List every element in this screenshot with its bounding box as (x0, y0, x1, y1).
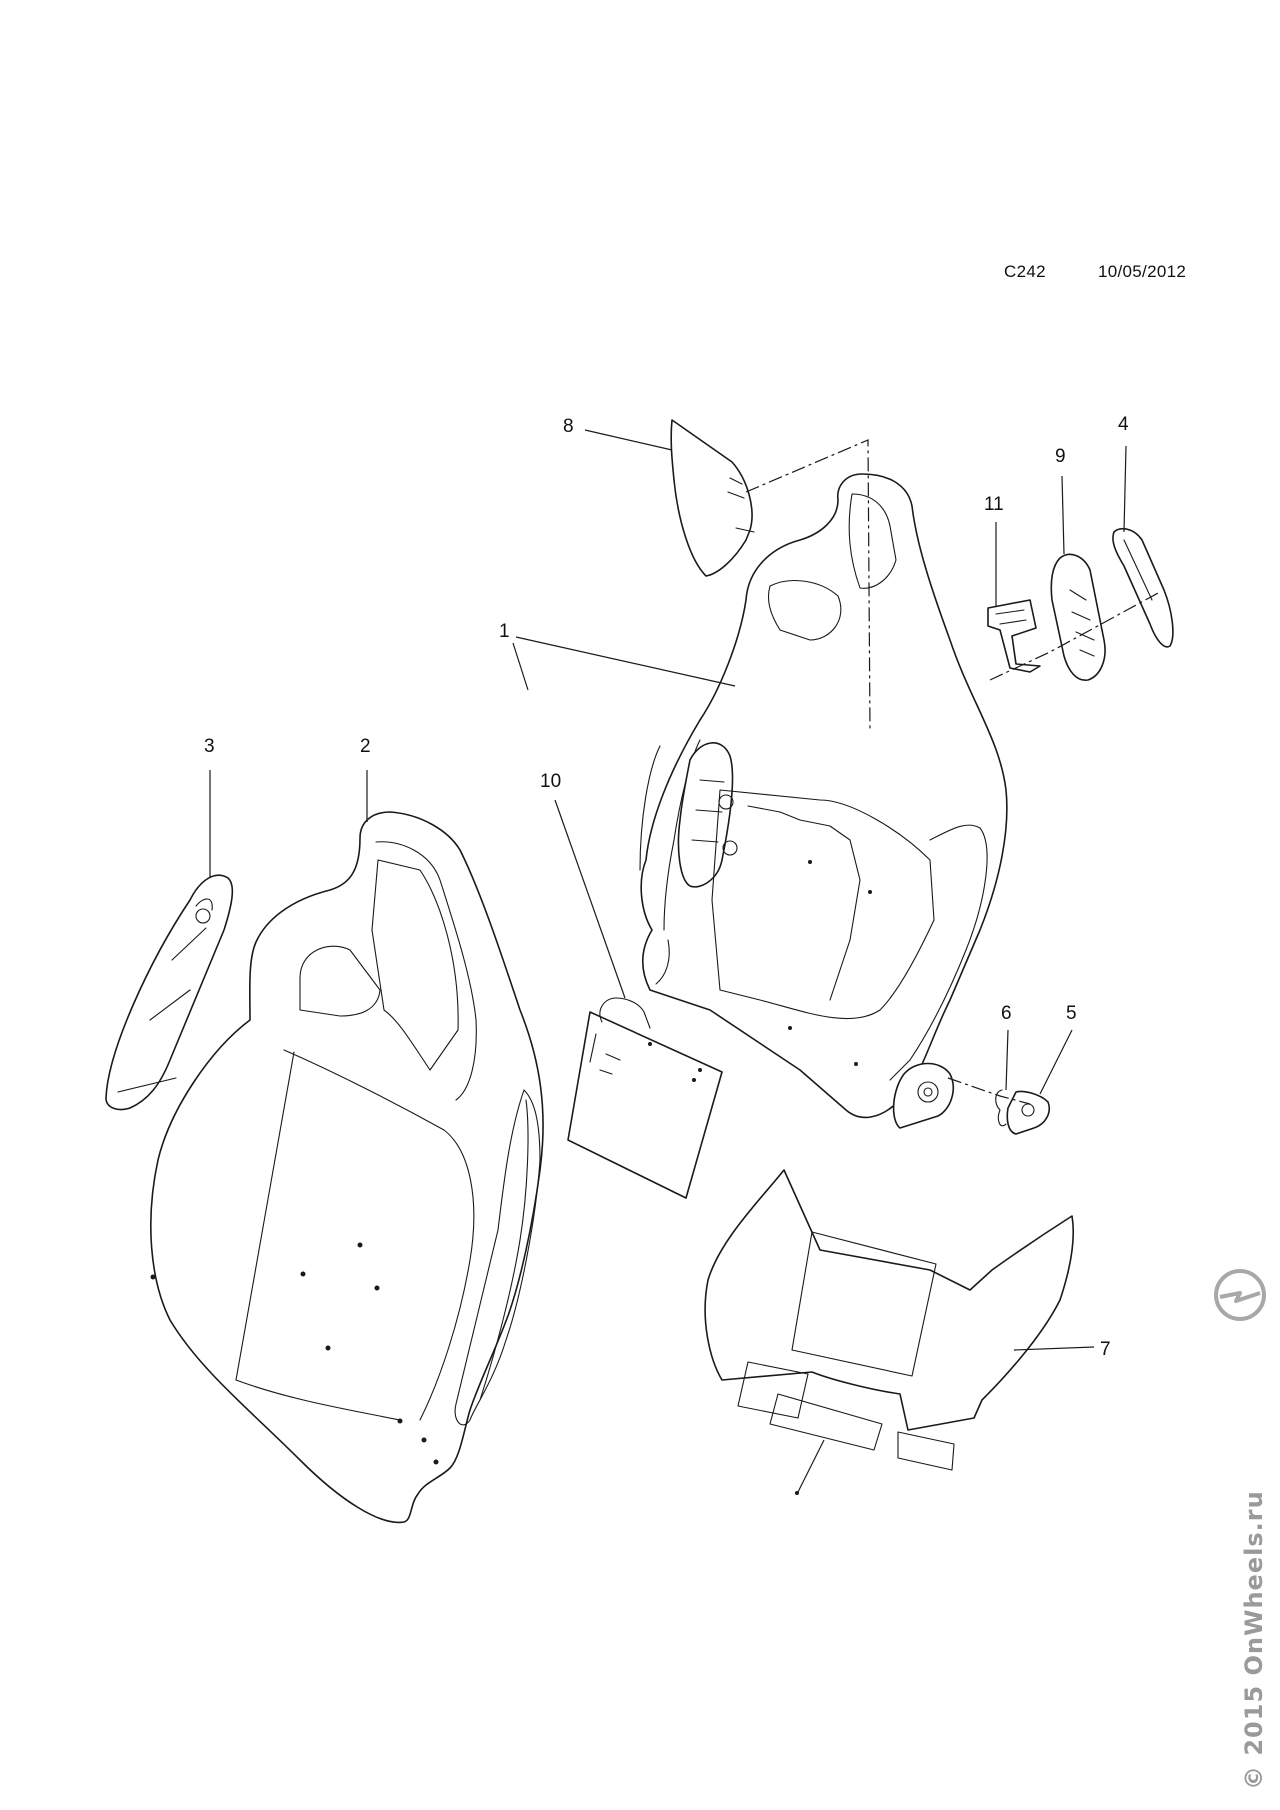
callout-1: 1 (499, 621, 510, 642)
part-4-end-cap (1112, 527, 1174, 648)
assembly-line-5-6 (947, 1077, 1031, 1105)
diagram-code: C242 (1004, 262, 1046, 281)
callout-9: 9 (1055, 446, 1066, 467)
assembly-line-8 (745, 439, 871, 731)
callout-5: 5 (1066, 1003, 1077, 1024)
callout-7: 7 (1100, 1339, 1111, 1360)
part-2-seat-back-cover (150, 811, 544, 1524)
watermark-text: © 2015 OnWheels.ru (1240, 1490, 1268, 1790)
part-3-side-trim (105, 874, 234, 1111)
callout-6: 6 (1001, 1003, 1012, 1024)
callout-11: 11 (984, 494, 1004, 515)
callout-10: 10 (540, 771, 561, 792)
part-8-upper-trim (670, 419, 755, 577)
leader-6 (1005, 1029, 1009, 1091)
callout-4: 4 (1118, 414, 1129, 435)
callout-8: 8 (563, 416, 574, 437)
leader-7 (1013, 1346, 1095, 1351)
leader-8 (584, 429, 673, 451)
callout-2: 2 (360, 736, 371, 757)
leader-1 (515, 636, 736, 687)
part-10-back-panel (567, 997, 723, 1199)
diagram-date: 10/05/2012 (1098, 262, 1187, 281)
part-7-foam-pad (704, 1169, 1075, 1495)
part-11-connector (987, 599, 1041, 673)
part-5-recliner-cover (1006, 1090, 1050, 1135)
leader-4 (1123, 445, 1127, 533)
leader-9 (1061, 475, 1065, 555)
part-9-trim-cover (1050, 553, 1106, 681)
part-1-seat-back-frame (639, 473, 1008, 1129)
leader-10 (554, 799, 626, 999)
callout-3: 3 (204, 736, 215, 757)
leader-7-lower (797, 1439, 825, 1493)
part-6-spring-clip (995, 1089, 1007, 1127)
leader-5 (1039, 1029, 1073, 1095)
leader-10-upper (512, 642, 529, 691)
opel-blitz-logo-icon (1214, 1269, 1266, 1321)
